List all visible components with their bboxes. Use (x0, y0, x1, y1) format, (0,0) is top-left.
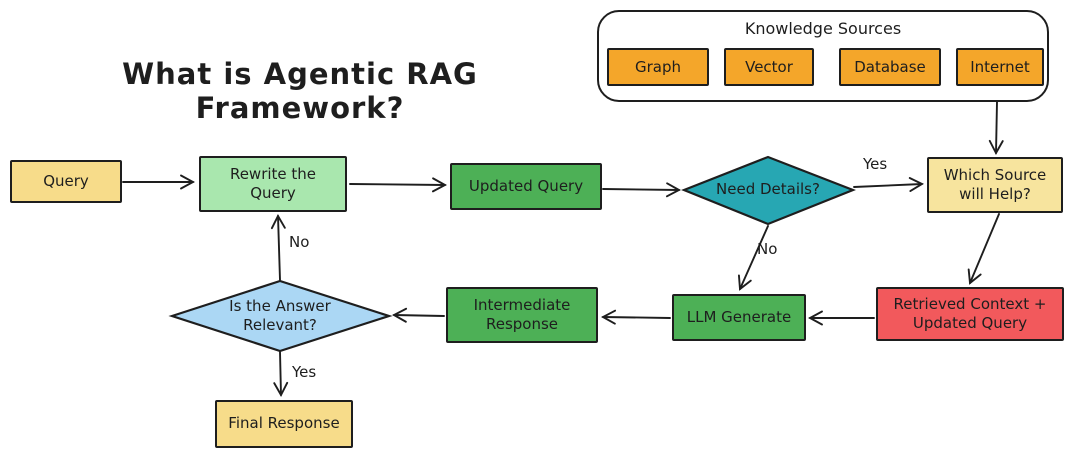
arrow-need-details-yes-to-which-source (853, 177, 924, 192)
node-final-response: Final Response (215, 400, 353, 448)
knowledge-sources-title: Knowledge Sources (744, 19, 902, 38)
arrow-which-source-to-retrieved (967, 213, 1000, 285)
knowledge-source-database: Database (839, 48, 941, 86)
edge-label-answer-relevant-no: No (289, 233, 310, 251)
arrow-relevant-no-to-rewrite (270, 214, 286, 281)
knowledge-source-vector: Vector (724, 48, 814, 86)
arrow-updated-to-need-details (602, 182, 681, 198)
node-answer-relevant-label: Is the Answer Relevant? (229, 296, 331, 335)
edge-label-answer-relevant-yes: Yes (292, 363, 317, 381)
arrow-relevant-yes-to-final (273, 351, 289, 397)
node-updated-query: Updated Query (450, 163, 602, 210)
arrow-knowledge-sources-to-which-source (988, 101, 1004, 155)
node-which-source: Which Source will Help? (927, 157, 1063, 213)
arrow-intermediate-to-relevant (392, 307, 445, 323)
knowledge-sources-panel: Knowledge Sources Graph Vector Database … (597, 10, 1049, 102)
node-intermediate-response: Intermediate Response (446, 287, 598, 343)
node-retrieved-context: Retrieved Context + Updated Query (876, 287, 1064, 341)
knowledge-source-internet: Internet (956, 48, 1044, 86)
knowledge-source-graph: Graph (607, 48, 709, 86)
node-query: Query (10, 160, 122, 203)
node-rewrite-query: Rewrite the Query (199, 156, 347, 212)
edge-label-need-details-no: No (757, 240, 778, 258)
arrow-llm-to-intermediate (601, 309, 671, 325)
node-llm-generate: LLM Generate (672, 294, 806, 341)
arrow-rewrite-to-updated (349, 177, 447, 193)
edge-label-need-details-yes: Yes (863, 155, 888, 173)
node-need-details-label: Need Details? (716, 180, 820, 199)
diagram-title: What is Agentic RAG Framework? (122, 57, 478, 125)
